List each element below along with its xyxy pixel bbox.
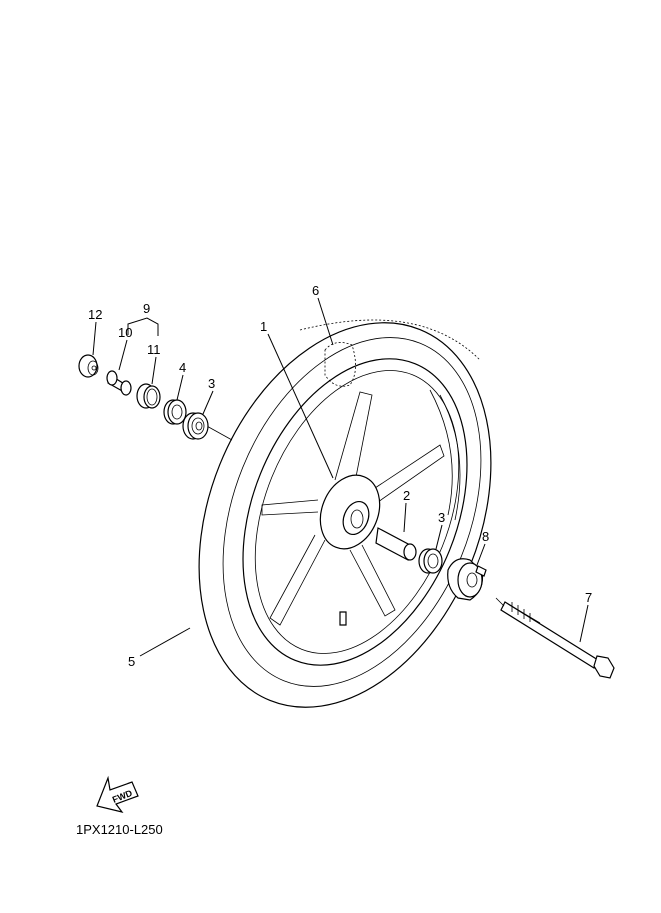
callout-1: 1 bbox=[260, 319, 267, 334]
callout-7: 7 bbox=[585, 590, 592, 605]
callout-12: 12 bbox=[88, 307, 102, 322]
collar-gear-unit bbox=[447, 558, 487, 601]
callout-2: 2 bbox=[403, 488, 410, 503]
callout-3-left: 3 bbox=[208, 376, 215, 391]
leader-lines bbox=[92, 297, 589, 657]
callout-9: 9 bbox=[143, 301, 150, 316]
callout-11: 11 bbox=[147, 342, 161, 357]
collar bbox=[106, 370, 132, 396]
callout-10: 10 bbox=[118, 325, 132, 340]
nut bbox=[78, 354, 99, 378]
cast-wheel bbox=[242, 342, 468, 666]
drawing-code: 1PX1210-L250 bbox=[76, 822, 163, 837]
callout-4: 4 bbox=[179, 360, 186, 375]
callout-5: 5 bbox=[128, 654, 135, 669]
wheel-axle bbox=[495, 597, 615, 679]
bearing-right bbox=[418, 548, 443, 574]
callout-3-right: 3 bbox=[438, 510, 445, 525]
callout-6: 6 bbox=[312, 283, 319, 298]
oil-seal bbox=[163, 399, 187, 425]
spacer bbox=[375, 527, 417, 561]
collar-cap bbox=[136, 383, 161, 409]
callout-8: 8 bbox=[482, 529, 489, 544]
bearing-left bbox=[182, 412, 209, 440]
fwd-arrow-icon: FWD bbox=[96, 775, 139, 813]
